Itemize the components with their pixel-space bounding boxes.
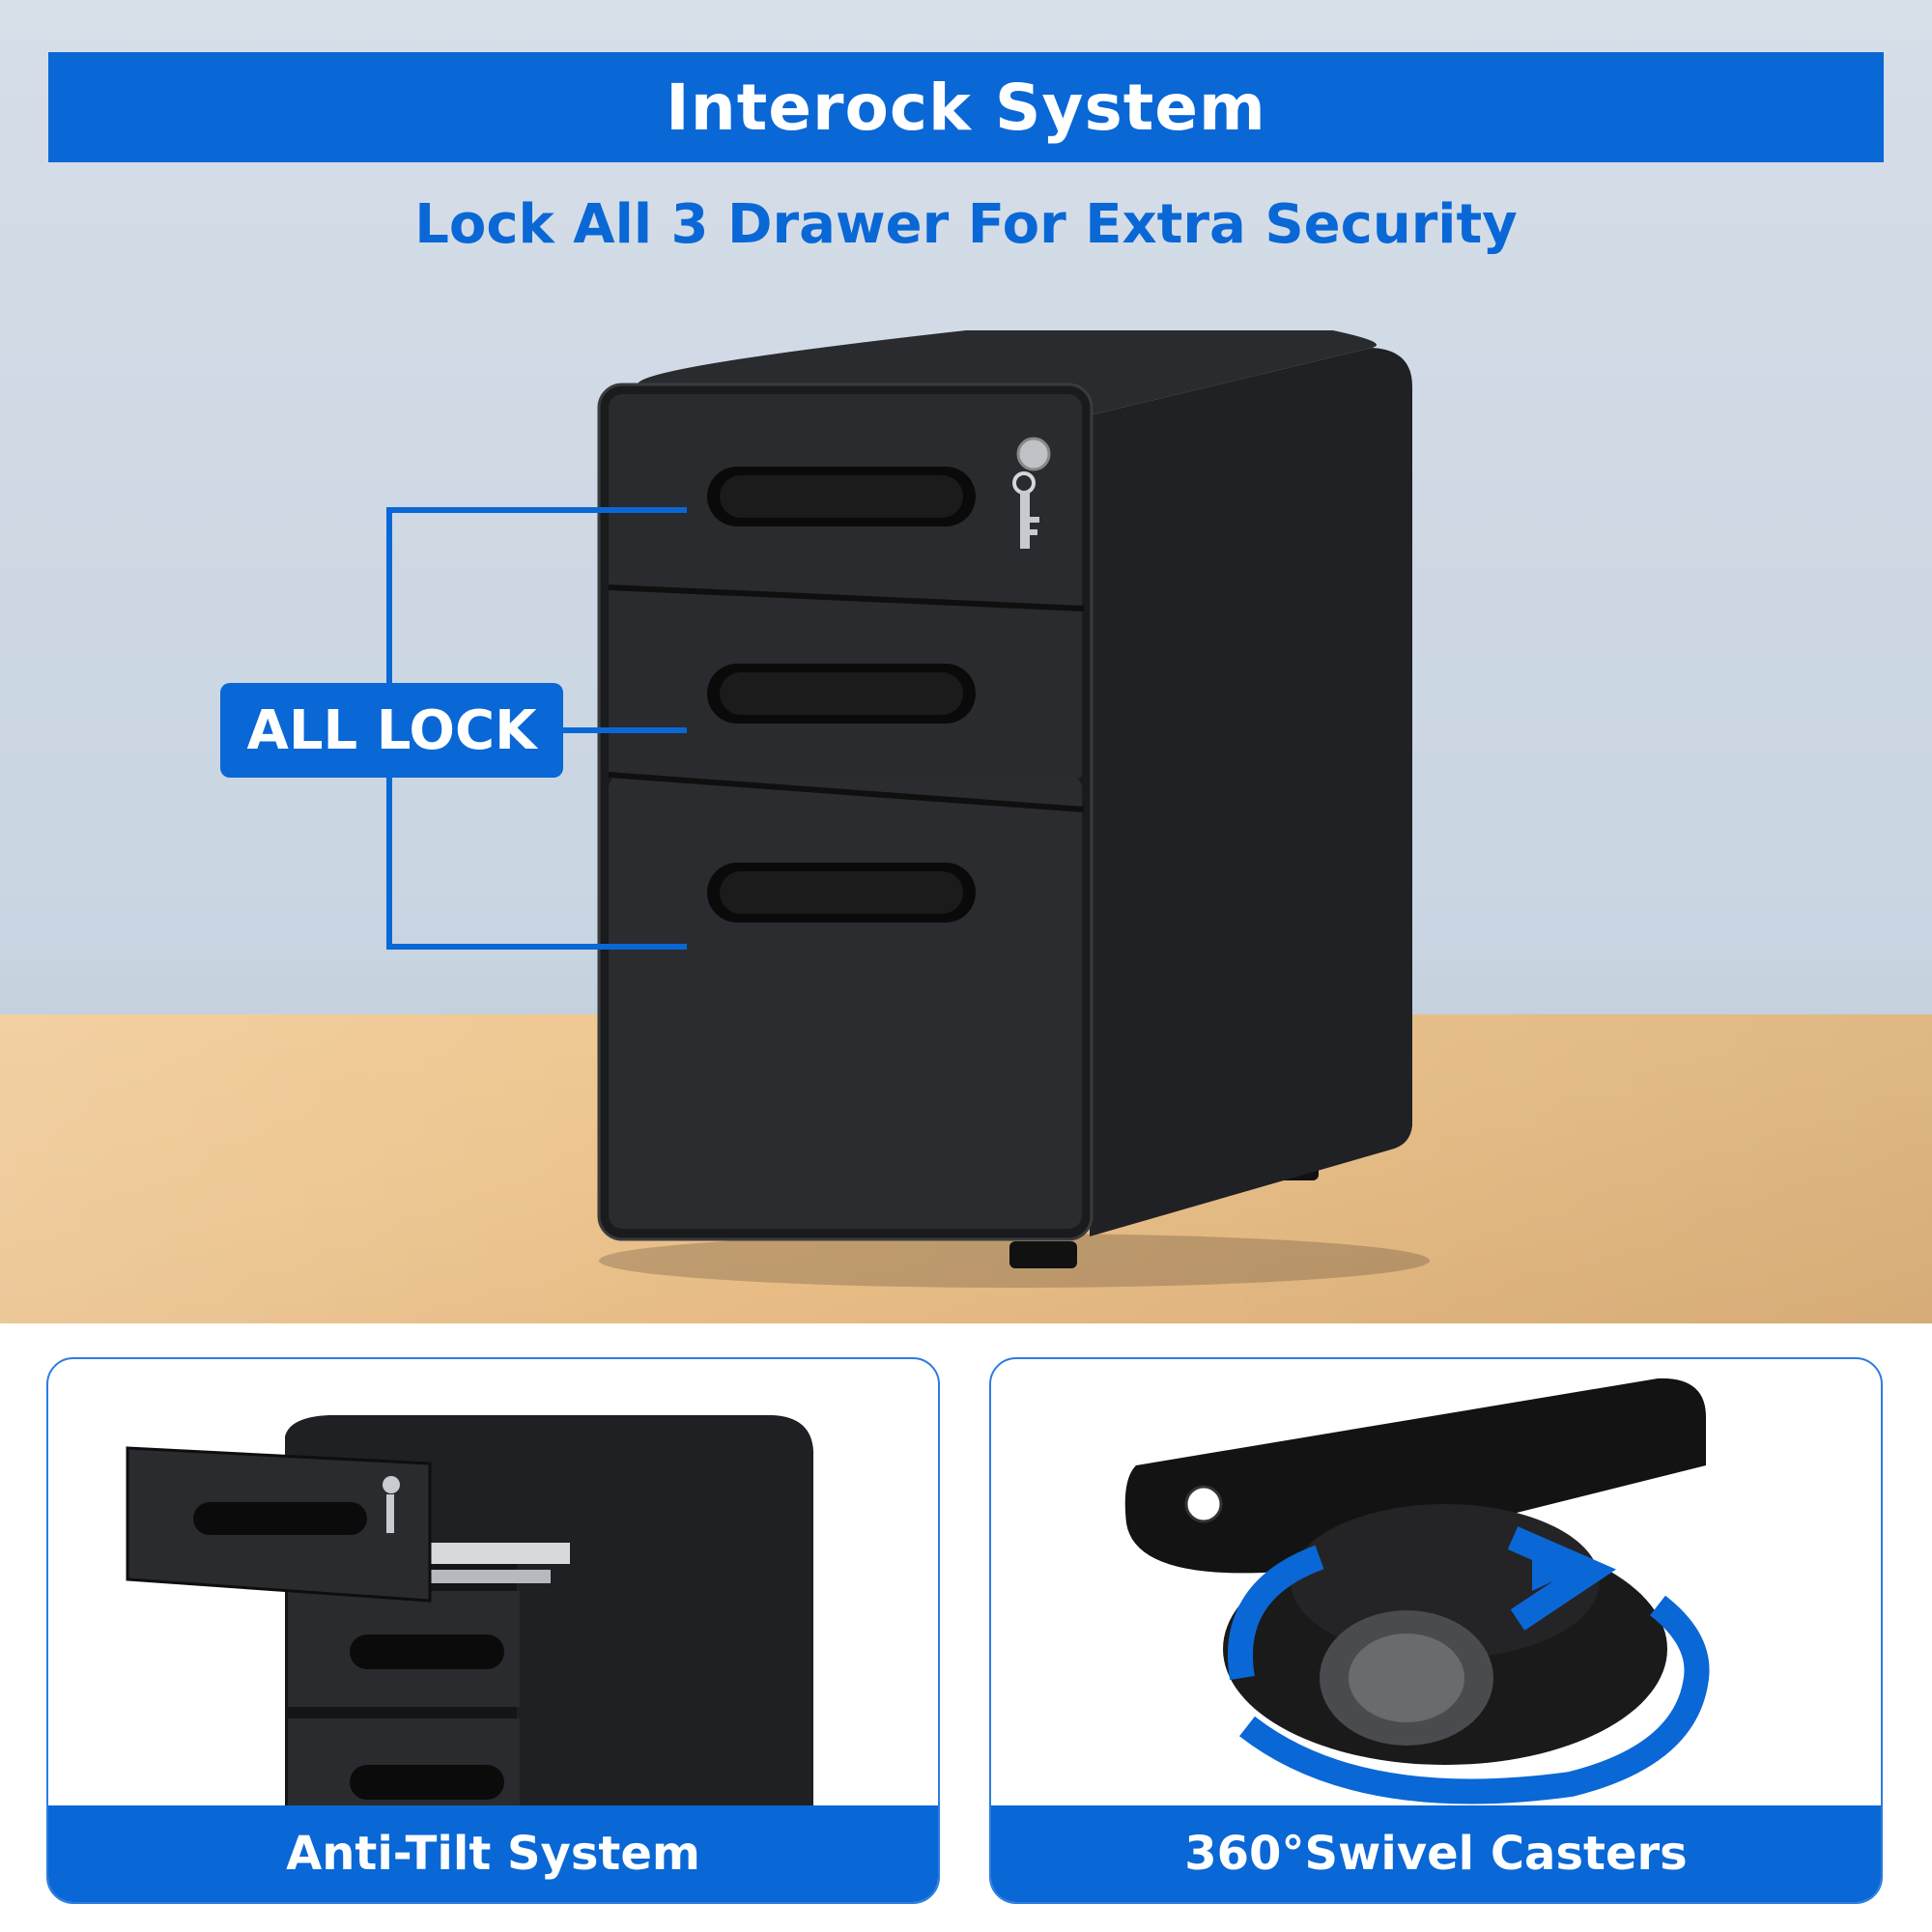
handle-top bbox=[707, 467, 976, 526]
filing-cabinet-illustration bbox=[386, 330, 1430, 1288]
all-lock-label: ALL LOCK bbox=[246, 698, 537, 762]
cabinet-side bbox=[1090, 348, 1412, 1236]
handle-bottom bbox=[707, 863, 976, 923]
caster-front-right bbox=[1009, 1241, 1077, 1268]
swivel-casters-label: 360°Swivel Casters bbox=[1184, 1827, 1688, 1881]
swivel-casters-label-bar: 360°Swivel Casters bbox=[991, 1805, 1881, 1902]
feature-panel-swivel-casters: 360°Swivel Casters bbox=[989, 1357, 1883, 1904]
anti-tilt-label: Anti-Tilt System bbox=[286, 1827, 700, 1881]
drawer-bottom bbox=[609, 775, 1082, 1229]
title-banner: Interock System bbox=[48, 52, 1884, 162]
hero-scene: ALL LOCK bbox=[0, 0, 1932, 1323]
all-lock-badge: ALL LOCK bbox=[220, 683, 563, 778]
swivel-caster-icon bbox=[1124, 1378, 1710, 1804]
handle-middle bbox=[707, 664, 976, 724]
page-subtitle: Lock All 3 Drawer For Extra Security bbox=[414, 193, 1518, 256]
lock-icon bbox=[1012, 437, 1051, 549]
feature-panel-anti-tilt: Anti-Tilt System bbox=[46, 1357, 940, 1904]
page-title: Interock System bbox=[666, 70, 1266, 145]
anti-tilt-label-bar: Anti-Tilt System bbox=[48, 1805, 938, 1902]
